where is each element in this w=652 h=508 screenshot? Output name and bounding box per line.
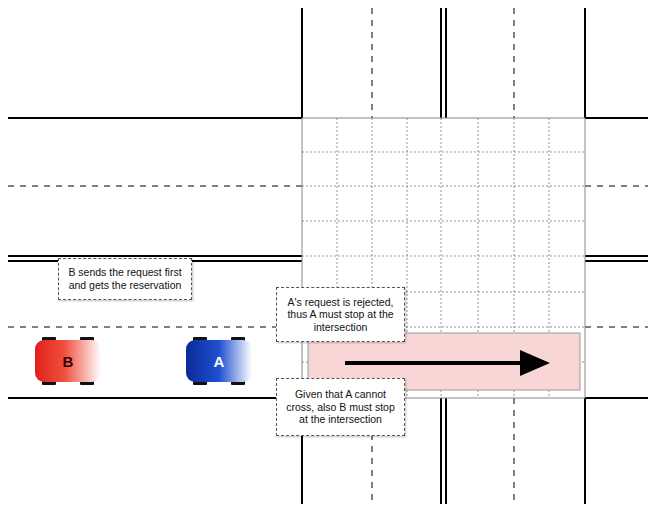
node-text: B	[63, 353, 74, 370]
reservation-grid	[302, 118, 585, 398]
intersection-area	[302, 118, 585, 398]
node-text: A	[214, 353, 225, 370]
note-box: B sends the request first and gets the r…	[58, 258, 192, 300]
node-text: Given that A cannot cross, also B must s…	[283, 388, 398, 426]
arrow-head	[520, 350, 550, 376]
car: B	[35, 340, 101, 382]
path-arrow	[345, 361, 522, 365]
note-box: A's request is rejected, thus A must sto…	[276, 287, 405, 342]
road-lines	[8, 8, 648, 504]
node-text: A's request is rejected, thus A must sto…	[283, 296, 398, 334]
car: A	[186, 340, 252, 382]
node-text: B sends the request first and gets the r…	[65, 266, 185, 291]
note-box: Given that A cannot cross, also B must s…	[276, 378, 405, 436]
